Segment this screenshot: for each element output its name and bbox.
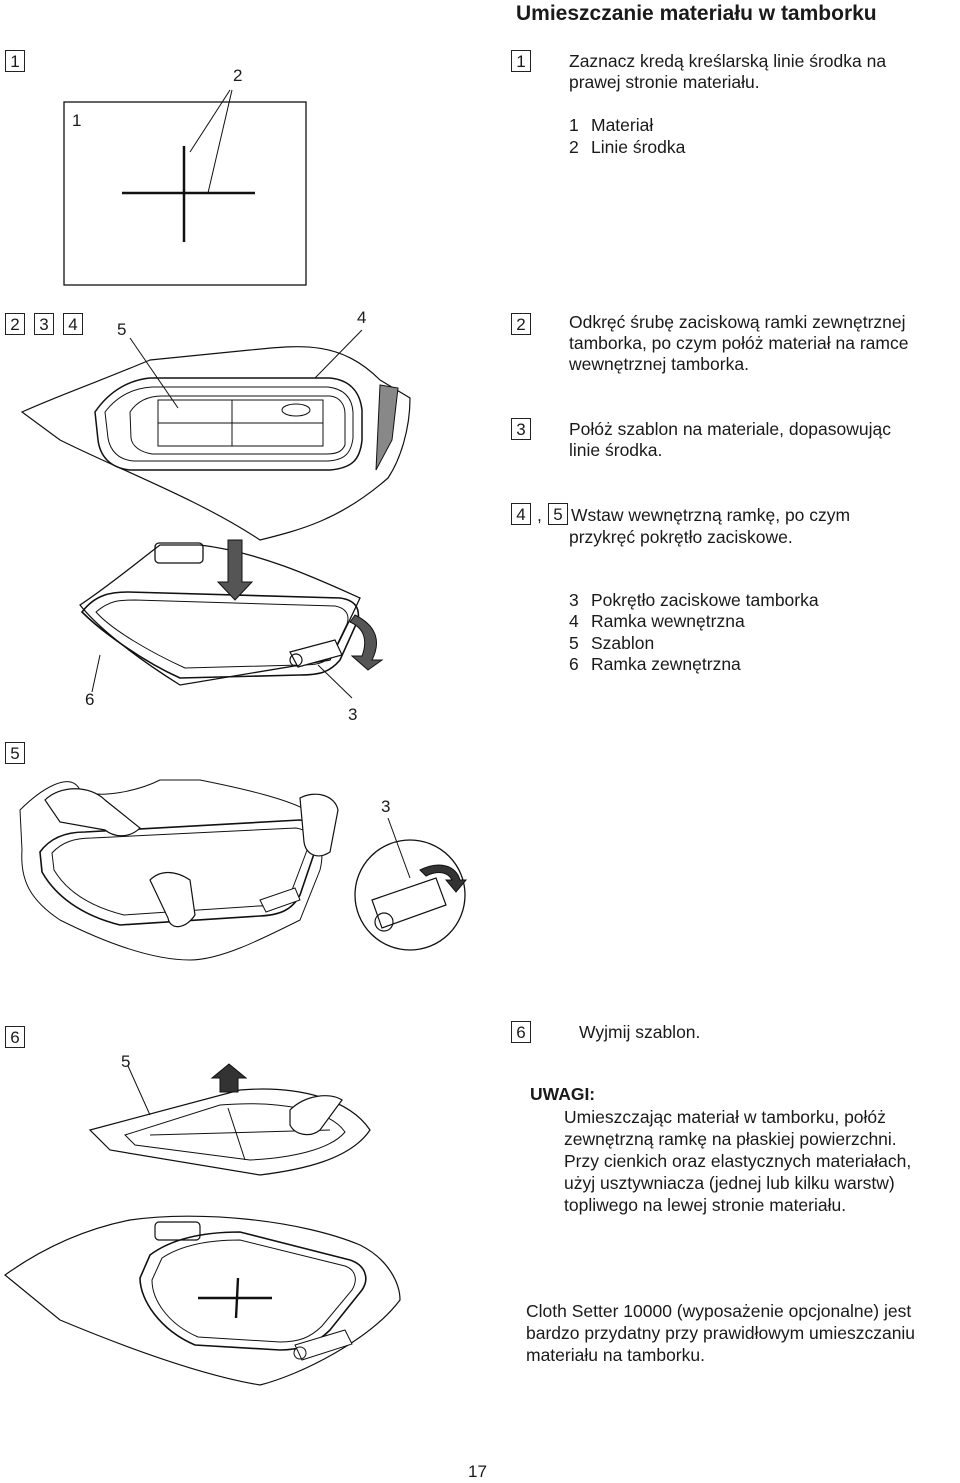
- hoop-with-template-illustration: [20, 329, 411, 541]
- figure-1-label-lines: 2: [233, 66, 243, 85]
- step-45-line-1: Wstaw wewnętrzną ramkę, po czym: [571, 505, 851, 525]
- step-45-separator: ,: [537, 505, 542, 525]
- figure-1-box: 1: [5, 50, 25, 72]
- step-1-box: 1: [511, 50, 531, 72]
- step-3-line-1: Połóż szablon na materiale, dopasowując: [569, 419, 891, 439]
- hands-pressing-frame-illustration: [19, 779, 468, 961]
- figure-3-label-knob: 3: [381, 797, 391, 816]
- step-2-box: 2: [511, 313, 531, 335]
- cloth-setter-line-1: Cloth Setter 10000 (wyposażenie opcjonal…: [526, 1301, 912, 1321]
- notes-line-2: zewnętrzną ramkę na płaskiej powierzchni…: [564, 1129, 897, 1149]
- step-4-box: 4: [511, 503, 531, 525]
- figure-outer-frame-label: 6: [85, 690, 95, 709]
- step-3-box: 3: [511, 418, 531, 440]
- notes-line-1: Umieszczając materiał w tamborku, połóż: [564, 1107, 886, 1127]
- figure-4-box: 6: [5, 1026, 25, 1048]
- step-2-line-3: wewnętrznej tamborka.: [569, 354, 749, 374]
- notes-line-5: topliwego na lewej stronie materiału.: [564, 1195, 847, 1215]
- step-3-line-2: linie środka.: [569, 440, 663, 460]
- inner-frame-insert-illustration: [79, 539, 384, 699]
- figure-1-label-material: 1: [72, 111, 82, 130]
- cloth-setter-line-2: bardzo przydatny przy prawidłowym umiesz…: [526, 1323, 916, 1343]
- step-6-box: 6: [511, 1021, 531, 1043]
- figure-4-label-template: 5: [121, 1052, 131, 1071]
- figure-2-label-template: 5: [117, 320, 127, 339]
- figure-2-box-3: 3: [34, 313, 54, 335]
- notes-line-3: Przy cienkich oraz elastycznych materiał…: [564, 1151, 912, 1171]
- notes-heading: UWAGI:: [530, 1084, 596, 1104]
- cloth-setter-line-3: materiału na tamborku.: [526, 1345, 705, 1365]
- page-title: Umieszczanie materiału w tamborku: [516, 2, 877, 25]
- step-6-text: Wyjmij szablon.: [579, 1022, 701, 1042]
- notes-line-4: użyj usztywniacza (jednej lub kilku wars…: [564, 1173, 895, 1193]
- step-45-line-2: przykręć pokrętło zaciskowe.: [569, 527, 793, 547]
- step-2-line-1: Odkręć śrubę zaciskową ramki zewnętrznej: [569, 312, 906, 332]
- step-1-line-2: prawej stronie materiału.: [569, 72, 760, 92]
- figure-2-label-inner: 4: [357, 308, 367, 327]
- page-number: 17: [468, 1462, 487, 1481]
- step-1-line-1: Zaznacz kredą kreślarską linie środka na: [569, 51, 887, 71]
- figure-3-box: 5: [5, 742, 25, 764]
- step-2-line-2: tamborka, po czym połóż materiał na ramc…: [569, 333, 909, 353]
- fabric-centerlines-illustration: [63, 89, 307, 286]
- figure-2-box-4: 4: [63, 313, 83, 335]
- figure-knob-label: 3: [348, 705, 358, 724]
- figure-2-box-2: 2: [5, 313, 25, 335]
- step-5-box: 5: [548, 503, 568, 525]
